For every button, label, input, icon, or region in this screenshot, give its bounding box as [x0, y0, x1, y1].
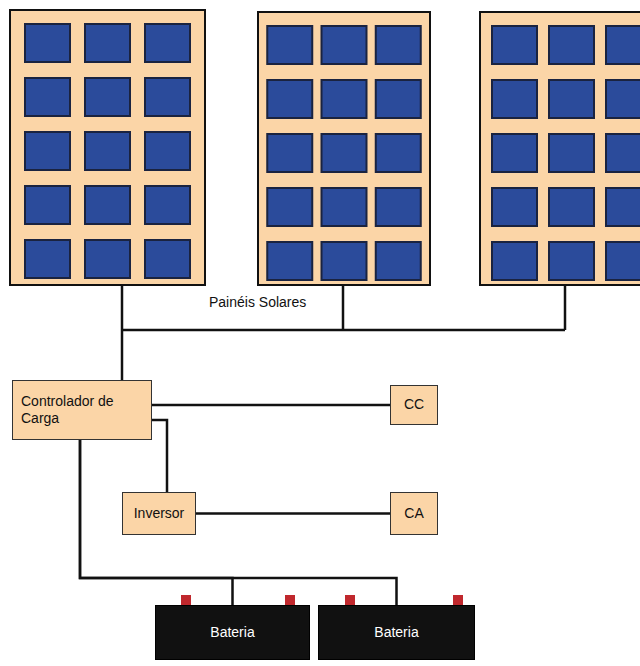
solar-cell	[267, 242, 312, 280]
wire-connector	[152, 404, 390, 407]
panel-wire	[564, 285, 567, 330]
solar-cell	[25, 24, 70, 62]
node-text: CA	[404, 505, 423, 523]
solar-panel	[10, 10, 205, 285]
solar-panel	[258, 12, 430, 285]
inverter-box: Inversor	[122, 492, 196, 535]
ac-load-box: CA	[390, 492, 438, 535]
solar-panels	[10, 10, 640, 285]
solar-cell	[25, 78, 70, 116]
node-text: Bateria	[210, 624, 254, 642]
solar-cell	[492, 80, 537, 118]
solar-cell	[85, 78, 130, 116]
solar-cell	[606, 80, 640, 118]
solar-cell	[145, 186, 190, 224]
solar-cell	[85, 24, 130, 62]
battery-box: Bateria	[318, 605, 475, 660]
solar-cell	[549, 26, 594, 64]
solar-cell	[145, 24, 190, 62]
solar-cell	[376, 80, 421, 118]
wire-connector	[80, 440, 397, 605]
solar-cell	[145, 132, 190, 170]
node-text: CC	[404, 396, 424, 414]
solar-cell	[376, 188, 421, 226]
solar-cell	[376, 242, 421, 280]
solar-cell	[492, 134, 537, 172]
node-text: Controlador de Carga	[21, 393, 133, 428]
solar-cell	[322, 242, 367, 280]
solar-cell	[606, 242, 640, 280]
solar-cell	[25, 240, 70, 278]
node-text: Bateria	[374, 624, 418, 642]
panel-wires	[122, 285, 565, 380]
solar-cell	[25, 132, 70, 170]
solar-cell	[322, 80, 367, 118]
solar-panel	[480, 12, 640, 285]
solar-cell	[267, 80, 312, 118]
wire-connector	[196, 512, 390, 515]
solar-cell	[267, 26, 312, 64]
solar-cell	[145, 240, 190, 278]
solar-cell	[25, 186, 70, 224]
panel-wire	[121, 285, 124, 380]
controller-box: Controlador de Carga	[12, 380, 152, 440]
solar-cell	[492, 26, 537, 64]
solar-cell	[85, 132, 130, 170]
solar-cell	[549, 188, 594, 226]
solar-cell	[322, 26, 367, 64]
solar-cell	[549, 242, 594, 280]
solar-cell	[322, 134, 367, 172]
wire-connector	[152, 420, 167, 492]
solar-cell	[267, 134, 312, 172]
solar-cell	[376, 26, 421, 64]
solar-cell	[85, 240, 130, 278]
panel-wire	[342, 285, 345, 330]
dc-load-box: CC	[390, 385, 438, 425]
solar-cell	[606, 26, 640, 64]
battery-box: Bateria	[155, 605, 310, 660]
solar-cell	[606, 188, 640, 226]
solar-cell	[549, 80, 594, 118]
solar-cell	[492, 188, 537, 226]
solar-cell	[267, 188, 312, 226]
solar-cell	[606, 134, 640, 172]
solar-cell	[376, 134, 421, 172]
solar-cell	[549, 134, 594, 172]
node-text: Inversor	[134, 505, 185, 523]
solar-cell	[322, 188, 367, 226]
panel-label: Painéis Solares	[207, 294, 308, 310]
solar-cell	[85, 186, 130, 224]
solar-cell	[145, 78, 190, 116]
wire-connector	[80, 440, 233, 605]
solar-cell	[492, 242, 537, 280]
